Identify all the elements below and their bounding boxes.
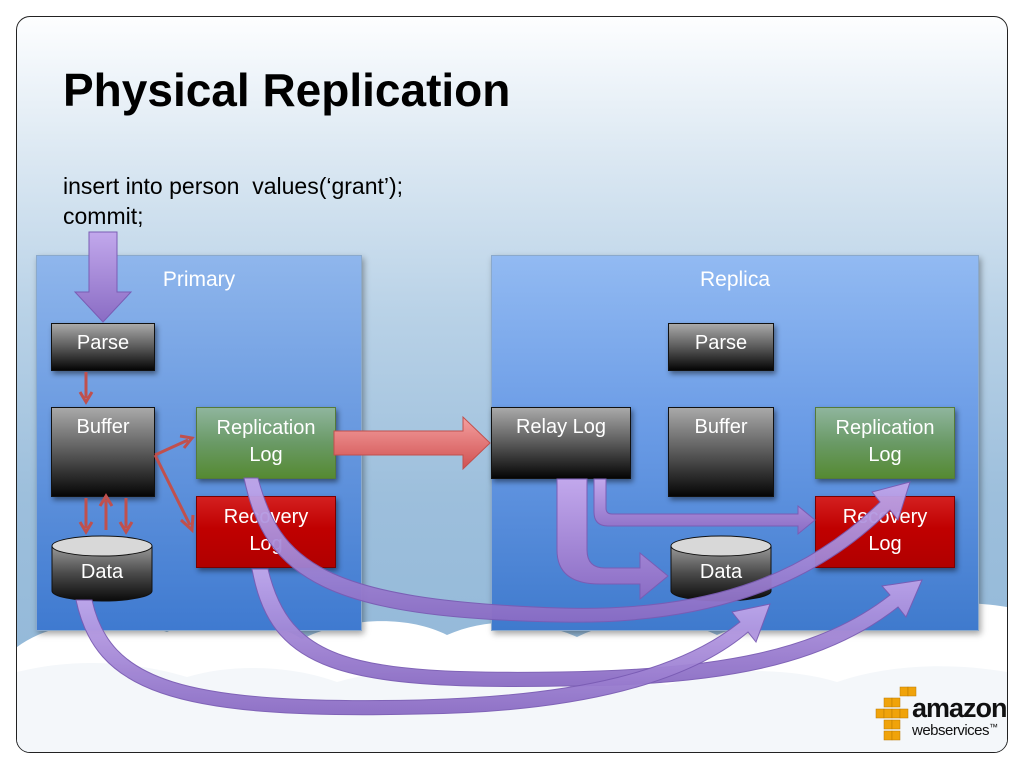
slide: Physical Replication insert into person … (16, 16, 1008, 753)
aws-logo-sub: webservices™ (912, 722, 998, 739)
primary-parse-label: Parse (76, 332, 130, 354)
aws-logo-brand: amazon (912, 693, 1008, 723)
primary-data-cylinder: Data (51, 535, 153, 602)
replica-relay-log-label: Relay Log (515, 416, 607, 438)
aws-logo-icon (875, 686, 917, 741)
primary-title: Primary (162, 268, 236, 291)
replica-recovery-log-label-2: Log (868, 533, 902, 555)
primary-buffer-box: Buffer (51, 407, 155, 497)
aws-logo-sub-text: webservices (912, 722, 990, 739)
primary-replication-log-label-2: Log (249, 444, 283, 466)
replica-parse-box: Parse (668, 323, 774, 371)
page-title: Physical Replication (63, 64, 511, 116)
primary-parse-box: Parse (51, 323, 155, 371)
replica-buffer-box: Buffer (668, 407, 774, 497)
replica-recovery-log-label-1: Recovery (842, 506, 928, 528)
primary-data-label: Data (80, 561, 124, 583)
replica-data-label: Data (699, 561, 743, 583)
replica-title: Replica (699, 268, 771, 291)
primary-buffer-label: Buffer (76, 416, 130, 438)
aws-logo-tm: ™ (989, 722, 998, 732)
replica-data-cylinder: Data (670, 535, 772, 602)
sql-statement: insert into person values(‘grant’); comm… (63, 171, 403, 231)
replica-replication-log-label-1: Replication (835, 417, 935, 439)
replica-buffer-label: Buffer (694, 416, 748, 438)
primary-replication-log-label-1: Replication (216, 417, 316, 439)
sql-line-insert: insert into person values(‘grant’); (63, 173, 404, 199)
sql-line-commit: commit; (63, 203, 144, 229)
primary-recovery-log-label-1: Recovery (223, 506, 309, 528)
replica-parse-label: Parse (694, 332, 748, 354)
replica-relay-log-box: Relay Log (491, 407, 631, 479)
replica-replication-log-label-2: Log (868, 444, 902, 466)
primary-recovery-log-label-2: Log (249, 533, 283, 555)
